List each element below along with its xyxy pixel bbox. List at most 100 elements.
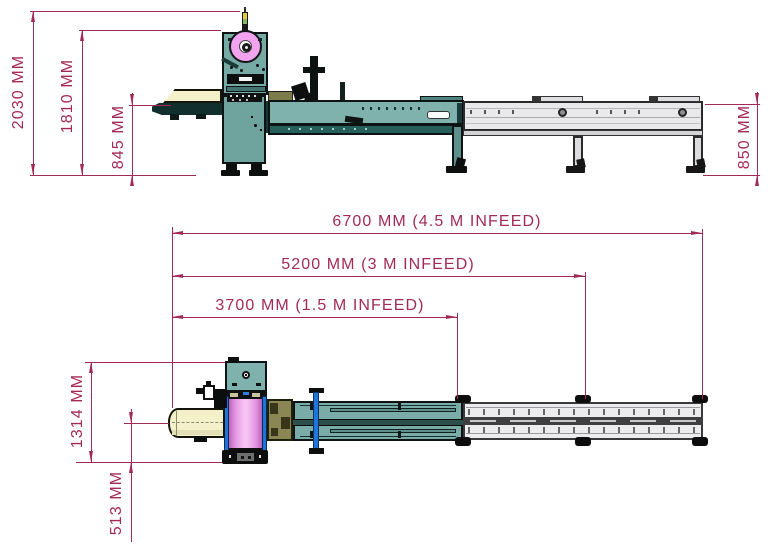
- dim-line-850: [757, 92, 758, 182]
- ext-line-850-floor: [703, 175, 760, 176]
- plan-conveyor-line: [300, 405, 456, 406]
- extension-bottom-band: [463, 130, 703, 136]
- plan-post-cap: [309, 448, 324, 454]
- arrowhead: [574, 274, 585, 278]
- ext-line-6700-right: [702, 229, 703, 399]
- dim-line-6700: [172, 233, 702, 234]
- ext-line-floor-left: [30, 175, 196, 176]
- dim-label-513: 513 MM: [108, 470, 125, 536]
- joint-clamp: [692, 437, 708, 446]
- plan-head-bump: [228, 357, 239, 363]
- extension-inner-line: [466, 123, 700, 124]
- film-threading-blob: [214, 389, 227, 408]
- extension-inner-line: [466, 117, 700, 118]
- extension-ticks: [470, 110, 526, 114]
- plan-dark-band: [225, 392, 267, 399]
- arrowhead: [80, 164, 84, 175]
- arrowhead: [755, 175, 759, 186]
- plan-extension-ticks: [468, 427, 698, 433]
- dim-line-513: [131, 409, 132, 542]
- ext-line-5200-right: [585, 272, 586, 399]
- film-reel-hub-dot: [245, 46, 248, 49]
- guide-rail-tab: [532, 96, 583, 102]
- detail-knob: [262, 68, 265, 71]
- roller: [558, 108, 567, 117]
- joint-clamp: [575, 395, 591, 403]
- dim-line-3700: [172, 317, 457, 318]
- detail-knob: [230, 66, 233, 69]
- detail-mark: [259, 455, 261, 458]
- control-panel: [227, 93, 262, 102]
- support-post-small: [340, 82, 345, 101]
- plan-conveyor-center-band: [293, 419, 463, 426]
- detail-knob: [251, 116, 253, 118]
- control-panel-marks: [232, 99, 248, 101]
- dim-line-1810: [82, 30, 83, 175]
- cabinet-foot: [226, 164, 237, 172]
- former-blotch: [281, 417, 290, 429]
- detail-mark: [229, 455, 231, 458]
- cabinet-foot-pad: [249, 170, 268, 176]
- base-inner: [237, 453, 254, 461]
- detail-mark: [228, 38, 232, 41]
- infeed-tube-centerline: [172, 422, 223, 423]
- detail-mark: [258, 38, 262, 41]
- film-outlet-slot-gap: [239, 77, 252, 81]
- dim-line-845: [132, 93, 133, 182]
- dim-label-1810: 1810 MM: [59, 58, 76, 134]
- arrowhead: [129, 412, 133, 423]
- detail-knob: [256, 64, 259, 67]
- conveyor-ticks: [362, 107, 424, 110]
- signal-tower-antenna: [244, 7, 246, 13]
- arrowhead: [89, 451, 93, 462]
- roller: [678, 108, 687, 117]
- conveyor-label-slot: [427, 111, 450, 119]
- support-post-flange: [303, 67, 325, 73]
- band-detail: [252, 393, 260, 397]
- arrowhead: [691, 231, 702, 235]
- ext-line-513-top: [124, 423, 169, 424]
- detail-knob: [254, 124, 257, 127]
- arrowhead: [172, 231, 183, 235]
- plan-conveyor-rail: [330, 429, 456, 433]
- plan-extension-line: [466, 433, 700, 434]
- infeed-table-shelf: [152, 103, 222, 115]
- joint-clamp: [455, 437, 471, 446]
- guide-rail-tab: [649, 96, 700, 102]
- ext-line-top-1810: [79, 30, 221, 31]
- infeed-tube-shade: [172, 430, 223, 435]
- detail-mark: [457, 103, 462, 123]
- table-support: [196, 114, 206, 119]
- arrowhead: [89, 362, 93, 373]
- arrowhead: [129, 462, 133, 473]
- dim-label-2030: 2030 MM: [10, 54, 27, 130]
- dim-label-1314: 1314 MM: [69, 373, 86, 449]
- signal-tower-lamp-yellow: [243, 13, 247, 19]
- former-blotch: [270, 403, 278, 414]
- detail-mark: [248, 456, 251, 459]
- ext-line-top-2030: [30, 11, 240, 12]
- dim-line-2030: [33, 11, 34, 175]
- dim-label-5200: 5200 MM (3 M INFEED): [281, 256, 475, 273]
- signal-tower-lamp-green: [243, 19, 247, 24]
- arrowhead: [130, 175, 134, 186]
- detail-mark: [241, 456, 244, 459]
- ext-line-1314-top: [85, 362, 225, 363]
- dim-label-850: 850 MM: [736, 104, 753, 170]
- arrowhead: [31, 164, 35, 175]
- dim-line-5200: [172, 276, 585, 277]
- plan-conveyor-rail: [330, 408, 456, 412]
- support-post: [310, 56, 318, 102]
- tube-tab: [194, 436, 207, 442]
- conveyor-foot: [446, 166, 467, 173]
- detail-knob: [260, 129, 262, 131]
- plan-post-cap: [309, 388, 324, 393]
- arrowhead: [80, 30, 84, 41]
- arrowhead: [446, 315, 457, 319]
- detail-mark: [256, 383, 261, 386]
- dim-label-845: 845 MM: [110, 104, 127, 170]
- plan-conveyor-line: [300, 436, 456, 437]
